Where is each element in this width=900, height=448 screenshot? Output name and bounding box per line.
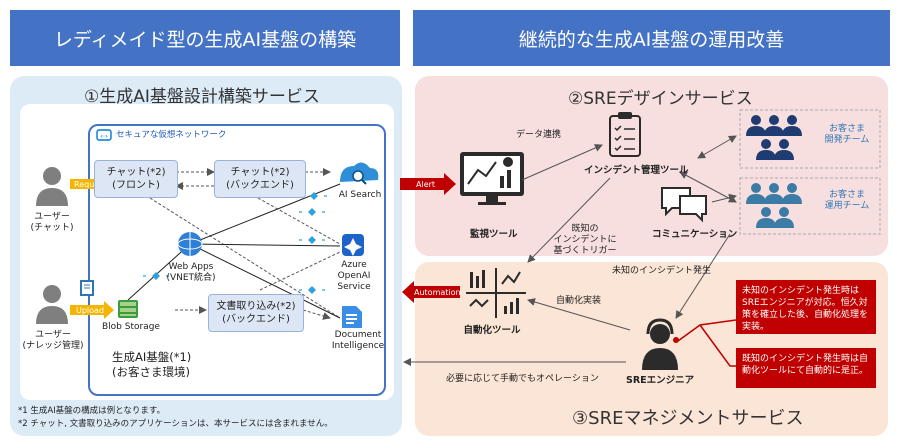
webapps-icon bbox=[177, 232, 203, 256]
book-icon bbox=[80, 280, 94, 296]
service-title-3: ③SREマネジメントサービス bbox=[572, 408, 804, 429]
openai-icon bbox=[342, 234, 364, 256]
user-knowledge-label: ユーザー (ナレッジ管理) bbox=[22, 330, 84, 351]
chat-front-box: チャット(*2) (フロント) bbox=[94, 160, 178, 198]
monitor-tool-label: 監視ツール bbox=[470, 229, 518, 240]
communication-icon bbox=[661, 187, 707, 223]
automation-tool-icon bbox=[466, 268, 526, 318]
ai-search-label: AI Search bbox=[338, 190, 382, 200]
webapps-label: Web Apps (VNET統合) bbox=[166, 262, 216, 283]
automation-arrow bbox=[402, 281, 460, 303]
unknown-incident-arrow bbox=[675, 233, 731, 319]
trigger-arrow bbox=[527, 177, 611, 263]
upload-arrow bbox=[70, 301, 114, 319]
communication-label: コミュニケーション bbox=[652, 229, 738, 240]
dev-team-icon bbox=[746, 115, 802, 160]
docint-label: Document Intelligence bbox=[331, 330, 385, 351]
ops-team-box bbox=[739, 177, 881, 235]
automation-tag: Automation bbox=[414, 287, 461, 297]
network-label: セキュアな仮想ネットワーク bbox=[116, 130, 227, 140]
data-link-label: データ連携 bbox=[516, 130, 562, 140]
automation-impl-arrow bbox=[527, 298, 631, 331]
known-incident-note: 既知のインシデント発生時は自動化ツールにて自動的に是正。 bbox=[736, 348, 876, 388]
user-knowledge-icon bbox=[36, 285, 68, 324]
sre-engineer-label: SREエンジニア bbox=[626, 375, 695, 386]
incident-tool-label: インシデント管理ツール bbox=[584, 165, 689, 176]
sre-engineer-icon bbox=[642, 318, 679, 370]
chat-back-box: チャット(*2) (バックエンド) bbox=[214, 160, 306, 198]
header-right: 継続的な生成AI基盤の運用改善 bbox=[413, 10, 890, 66]
ai-search-icon bbox=[340, 162, 379, 185]
doc-back-box: 文書取り込み(*2) (バックエンド) bbox=[208, 294, 304, 332]
network-icon: ‹·› bbox=[96, 129, 112, 141]
platform-label: 生成AI基盤(*1) (お客さま環境) bbox=[112, 350, 192, 379]
header-left: レディメイド型の生成AI基盤の構築 bbox=[10, 10, 400, 66]
ops-team-icon bbox=[746, 183, 802, 228]
dev-team-box bbox=[739, 109, 881, 169]
blob-label: Blob Storage bbox=[102, 322, 160, 332]
data-link-arrow bbox=[521, 144, 603, 181]
service-title-2: ②SREデザインサービス bbox=[568, 89, 753, 109]
private-endpoint-icons bbox=[148, 192, 318, 294]
automation-impl-label: 自動化実装 bbox=[556, 296, 602, 306]
footnote-2: *2 チャット, 文書取り込みのアプリケーションは、本サービスには含まれません。 bbox=[18, 419, 333, 429]
footnote-1: *1 生成AI基盤の構成は例となります。 bbox=[18, 406, 166, 416]
vnet-boundary bbox=[88, 124, 386, 396]
alert-arrow bbox=[400, 173, 456, 195]
ops-team-label: お客さま 運用チーム bbox=[824, 190, 870, 211]
unknown-incident-label: 未知のインシデント発生 bbox=[612, 266, 712, 276]
svg-text:‹·›: ‹·› bbox=[100, 133, 108, 141]
known-trigger-label: 既知の インシデントに 基づくトリガー bbox=[553, 224, 617, 256]
service-title-1: ①生成AI基盤設計構築サービス bbox=[84, 87, 320, 107]
alert-tag: Alert bbox=[416, 179, 436, 189]
blob-storage-icon bbox=[118, 300, 138, 318]
user-chat-icon bbox=[36, 167, 68, 206]
monitor-tool-icon bbox=[460, 152, 524, 205]
unknown-incident-note: 未知のインシデント発生時はSREエンジニアが対応。恒久対策を確立した後、自動化処… bbox=[736, 280, 876, 334]
clipboard-icon bbox=[609, 112, 641, 157]
openai-label: Azure OpenAI Service bbox=[337, 260, 371, 292]
document-intelligence-icon bbox=[342, 306, 362, 328]
request-tag: Request bbox=[74, 179, 107, 189]
dev-team-label: お客さま 開発チーム bbox=[824, 124, 870, 145]
upload-tag: Upload bbox=[76, 305, 105, 315]
automation-tool-label: 自動化ツール bbox=[463, 325, 521, 336]
user-chat-label: ユーザー (チャット) bbox=[30, 212, 74, 233]
manual-ops-label: 必要に応じて手動でもオペレーション bbox=[446, 374, 599, 384]
